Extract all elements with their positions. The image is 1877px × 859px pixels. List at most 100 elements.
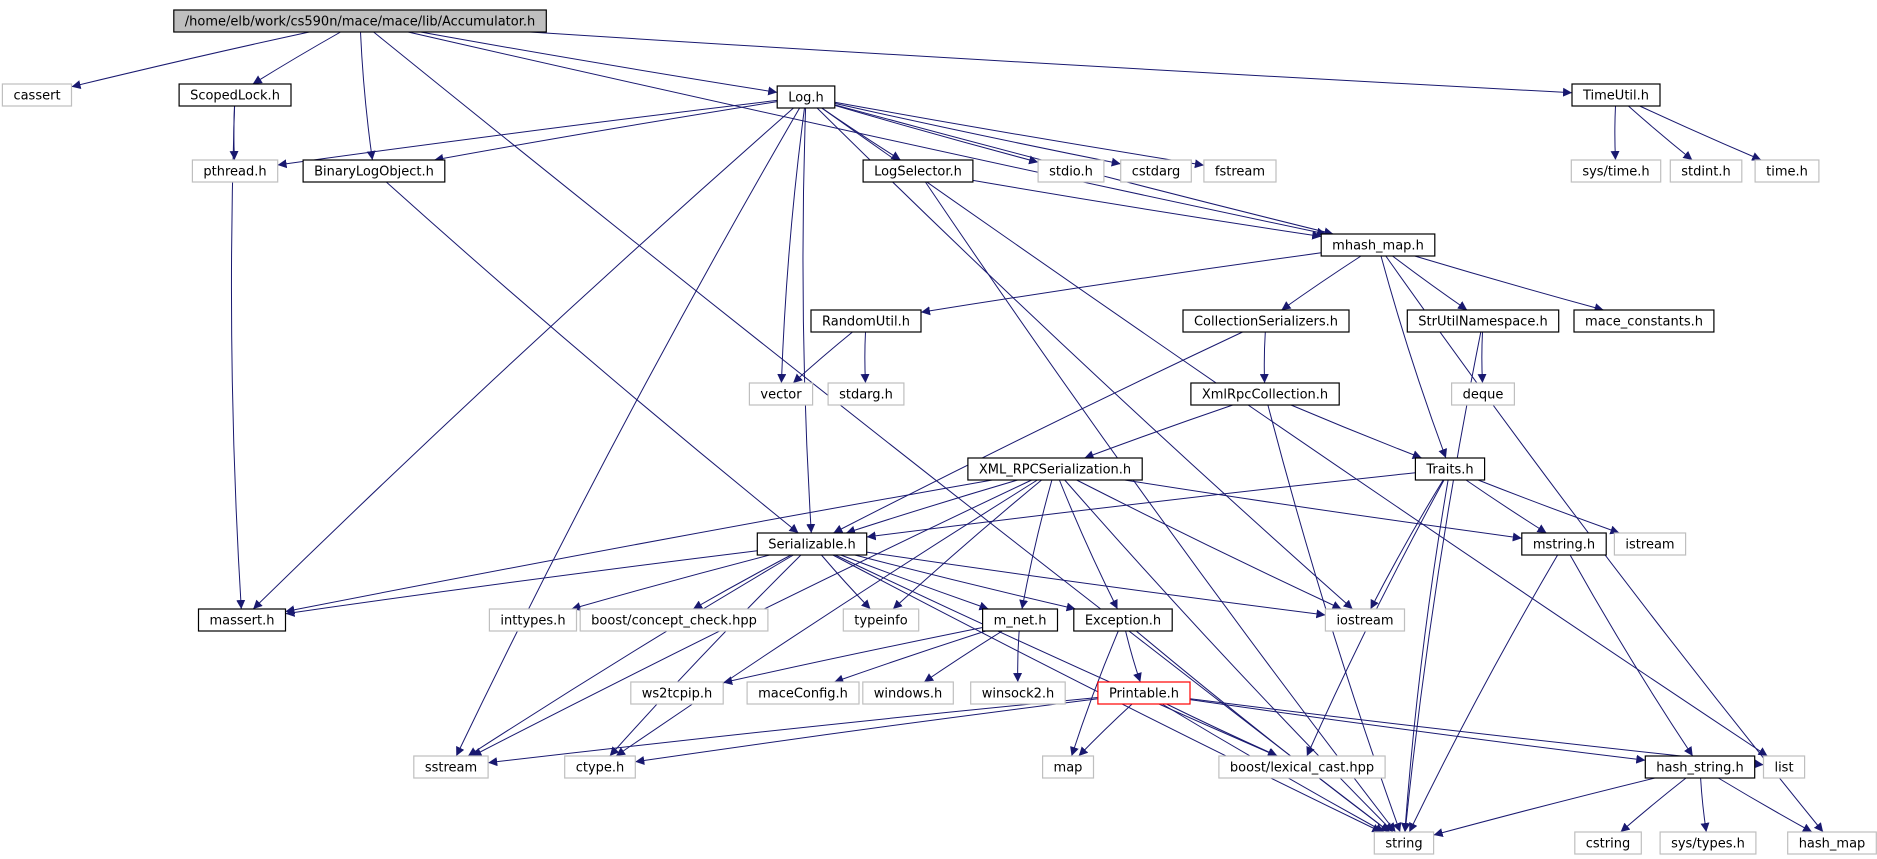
node-box [1320, 233, 1436, 257]
node-label: list [1774, 761, 1793, 776]
node-scopedlock[interactable]: ScopedLock.h [178, 83, 292, 107]
node-box [1073, 608, 1173, 632]
node-istream: istream [1613, 532, 1687, 556]
node-massert[interactable]: massert.h [197, 608, 287, 632]
node-cstring: cstring [1574, 831, 1642, 855]
node-label: XmlRpcCollection.h [1202, 388, 1328, 403]
edge-mhash-to-collser [1281, 255, 1362, 311]
node-label: time.h [1766, 165, 1808, 180]
node-serializable[interactable]: Serializable.h [756, 532, 868, 556]
node-box [488, 608, 578, 632]
node-label: sys/types.h [1671, 837, 1745, 852]
node-box [579, 608, 769, 632]
node-label: CollectionSerializers.h [1194, 315, 1338, 330]
node-box [842, 608, 920, 632]
edge-printable-to-ctype [635, 698, 1098, 765]
edge-root-to-string [373, 31, 1390, 833]
node-label: cstring [1586, 837, 1630, 852]
node-maceconfig: maceConfig.h [746, 681, 860, 705]
node-box [1, 83, 73, 107]
node-winsock2: winsock2.h [970, 681, 1066, 705]
node-label: maceConfig.h [758, 687, 848, 702]
node-mhash[interactable]: mhash_map.h [1320, 233, 1436, 257]
node-timeutil[interactable]: TimeUtil.h [1571, 83, 1661, 107]
node-collser[interactable]: CollectionSerializers.h [1182, 309, 1350, 333]
node-maceconst[interactable]: mace_constants.h [1573, 309, 1715, 333]
edge-mhash-to-traits [1380, 255, 1447, 459]
node-label: mace_constants.h [1585, 315, 1703, 330]
node-label: BinaryLogObject.h [314, 165, 434, 180]
node-box [302, 159, 446, 183]
node-ws2tcpip: ws2tcpip.h [630, 681, 724, 705]
root-node[interactable]: /home/elb/work/cs590n/mace/mace/lib/Accu… [173, 9, 547, 33]
edge-exception-to-printable [1125, 630, 1142, 683]
node-string: string [1373, 831, 1435, 855]
node-box [827, 382, 905, 406]
node-hashstring[interactable]: hash_string.h [1644, 755, 1756, 779]
edge-root-to-binarylog [360, 31, 376, 161]
node-box [1659, 831, 1757, 855]
node-label: ws2tcpip.h [642, 687, 712, 702]
node-label: m_net.h [994, 614, 1047, 629]
node-printable[interactable]: Printable.h [1097, 681, 1191, 705]
node-systime: sys/time.h [1570, 159, 1662, 183]
node-label: TimeUtil.h [1582, 89, 1649, 104]
node-exception[interactable]: Exception.h [1073, 608, 1173, 632]
edge-logselector-to-mhash [972, 179, 1322, 240]
edge-printable-to-hashstring [1190, 699, 1646, 764]
edge-xmlrpccoll-to-traits [1290, 404, 1422, 459]
edge-log-to-binarylog [434, 101, 778, 163]
edge-strutil-to-string [1401, 331, 1482, 833]
node-strutil[interactable]: StrUtilNamespace.h [1406, 309, 1560, 333]
node-label: typeinfo [854, 614, 907, 629]
node-randomutil[interactable]: RandomUtil.h [810, 309, 922, 333]
node-label: inttypes.h [500, 614, 565, 629]
edge-exception-to-string [1135, 630, 1390, 833]
node-mstring[interactable]: mstring.h [1521, 532, 1607, 556]
node-box [1669, 159, 1743, 183]
node-xmlrpcser[interactable]: XML_RPCSerialization.h [967, 457, 1143, 481]
edge-hashstring-to-cstring [1620, 777, 1687, 833]
node-label: mstring.h [1533, 538, 1595, 553]
edge-mnet-to-windows [923, 630, 1003, 683]
edge-randomutil-to-stdarg [860, 331, 870, 384]
node-label: Log.h [788, 91, 824, 106]
node-xmlrpccoll[interactable]: XmlRpcCollection.h [1190, 382, 1340, 406]
node-iostream: iostream [1324, 608, 1406, 632]
node-lexicalcast: boost/lexical_cast.hpp [1218, 755, 1386, 779]
edge-xmlrpcser-to-serializable [845, 479, 1018, 535]
edge-log-to-iostream [816, 107, 1353, 610]
edge-mhash-to-maceconst [1414, 255, 1604, 312]
node-list: list [1762, 755, 1806, 779]
edge-xmlrpcser-to-mnet [1019, 479, 1053, 610]
edge-traits-to-istream [1477, 479, 1620, 535]
node-box [1787, 831, 1877, 855]
node-cstdarg: cstdarg [1120, 159, 1192, 183]
node-log[interactable]: Log.h [776, 85, 836, 109]
node-binarylog[interactable]: BinaryLogObject.h [302, 159, 446, 183]
node-box [1203, 159, 1277, 183]
node-label: cassert [13, 89, 60, 104]
node-inttypes: inttypes.h [488, 608, 578, 632]
edge-collser-to-xmlrpccoll [1259, 331, 1269, 384]
edge-serializable-to-typeinfo [821, 554, 871, 610]
node-logselector[interactable]: LogSelector.h [862, 159, 974, 183]
edge-log-to-sstream [455, 107, 801, 757]
node-label: LogSelector.h [874, 165, 962, 180]
edge-serializable-to-massert [285, 550, 758, 617]
node-label: pthread.h [203, 165, 266, 180]
node-traits[interactable]: Traits.h [1414, 457, 1486, 481]
node-box [1450, 382, 1515, 406]
node-windows: windows.h [862, 681, 954, 705]
edge-traits-to-iostream [1370, 479, 1444, 610]
edge-log-to-serializable [802, 107, 816, 534]
edge-mhash-to-randomutil [920, 252, 1322, 316]
edge-printable-to-lexicalcast [1166, 703, 1278, 757]
nodes-layer: /home/elb/work/cs590n/mace/mace/lib/Accu… [1, 9, 1877, 855]
edge-log-to-stdio [834, 104, 1039, 165]
node-box [967, 457, 1143, 481]
node-stdint: stdint.h [1669, 159, 1743, 183]
edge-xmlrpcser-to-exception [1058, 479, 1118, 610]
node-mnet[interactable]: m_net.h [981, 608, 1059, 632]
